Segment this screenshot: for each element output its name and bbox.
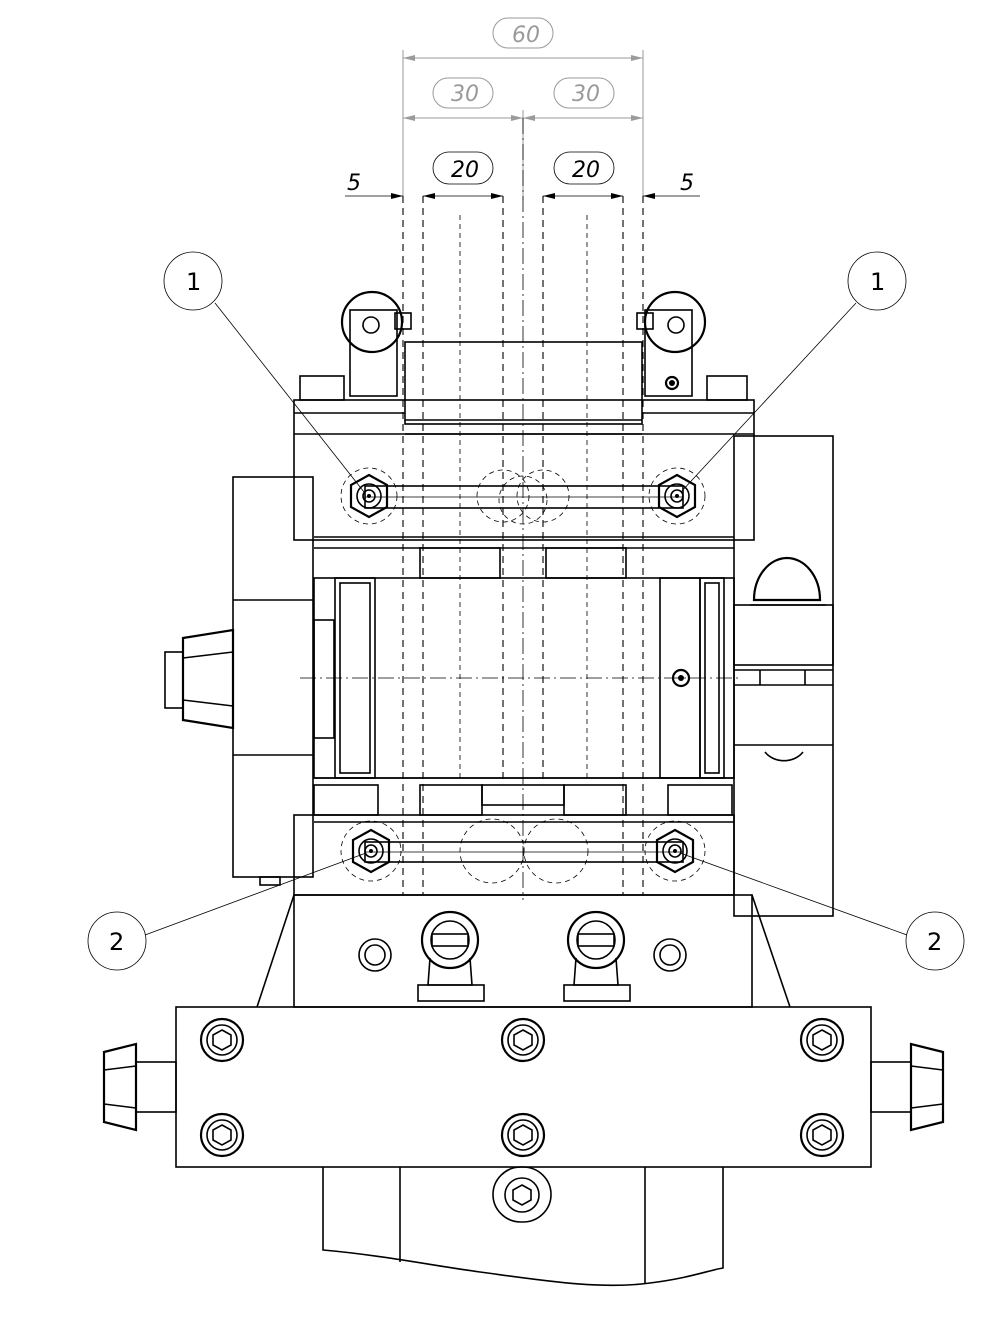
left-side-assembly <box>164 476 314 886</box>
dim-left-half-30: 30 <box>451 82 479 107</box>
bolt-3 <box>799 1017 845 1063</box>
bottom-clamp-bar <box>102 1006 945 1168</box>
top-clamps <box>299 290 748 425</box>
dim-overall-60: 60 <box>512 23 540 48</box>
guide-lines <box>402 118 644 900</box>
bolt-6 <box>799 1112 845 1158</box>
bolt-1 <box>199 1017 245 1063</box>
bolt-4 <box>199 1112 245 1158</box>
lower-stem <box>322 1166 724 1287</box>
dim-right-half-30: 30 <box>572 82 600 107</box>
rod-bolts <box>340 467 706 884</box>
dim-right-width-20: 20 <box>572 158 600 183</box>
callout-bottom-right: 2 <box>927 928 942 956</box>
dim-right-offset-5: 5 <box>680 171 694 196</box>
dimension-lines: 60 30 30 20 20 5 5 <box>345 17 700 200</box>
callout-bottom-left: 2 <box>109 928 124 956</box>
callouts: 1 1 2 2 <box>87 251 965 971</box>
bolt-2 <box>500 1017 546 1063</box>
lower-block <box>256 894 791 1008</box>
callout-top-right: 1 <box>870 268 885 296</box>
main-body <box>293 399 755 896</box>
right-side-assembly <box>733 435 834 917</box>
callout-top-left: 1 <box>186 268 201 296</box>
bolt-5 <box>500 1112 546 1158</box>
dim-left-offset-5: 5 <box>347 171 361 196</box>
dim-left-width-20: 20 <box>451 158 479 183</box>
